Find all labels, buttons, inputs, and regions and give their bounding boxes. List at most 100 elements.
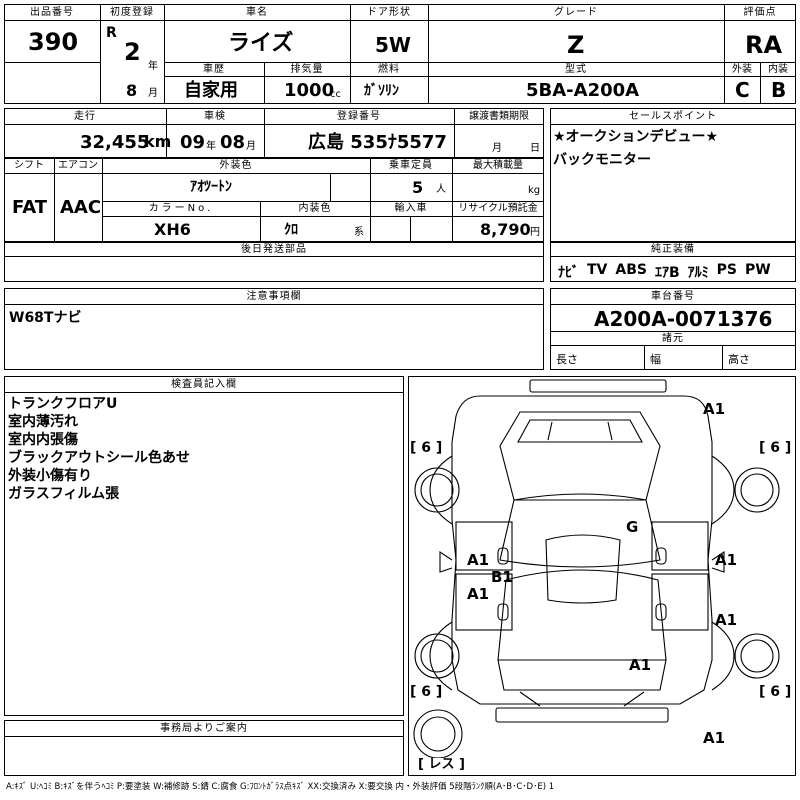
inspector-line: 室内薄汚れ [8, 414, 78, 430]
month-unit: 月 [148, 88, 158, 99]
capacity-unit: 人 [436, 184, 446, 195]
damage-mark-rear-bumper: A1 [703, 400, 726, 418]
first-reg-label: 初度登録 [110, 7, 154, 18]
chassis-label: 車台番号 [651, 291, 695, 302]
spec-label: 諸元 [662, 333, 684, 344]
damage-mark-front-bumper: A1 [703, 729, 726, 747]
inspector-line: 外装小傷有り [8, 468, 92, 484]
chassis-number: A200A-0071376 [594, 307, 773, 331]
mileage-block [4, 108, 544, 158]
history-label: 車歴 [203, 64, 225, 75]
equipment-item: PW [745, 262, 771, 278]
grade-label: グレード [554, 7, 598, 18]
equipment-item: ﾅﾋﾞ [558, 265, 579, 281]
shift: FAT [12, 197, 48, 218]
damage-mark-front-door-right: A1 [715, 611, 738, 629]
sales-point-1: ★オークションデビュー★ [553, 129, 719, 145]
equipment-list: ﾅﾋﾞ TV ABS ｴｱB ｱﾙﾐ PS PW [558, 262, 796, 282]
equipment-item: PS [716, 262, 737, 278]
spec-block [4, 158, 544, 242]
color-no: XH6 [154, 220, 191, 239]
inspector-label: 検査員記入欄 [171, 379, 237, 390]
equipment-label: 純正装備 [651, 244, 695, 255]
damage-mark-rear-door-left: A1 [467, 551, 490, 569]
import-label: 輸入車 [394, 203, 428, 214]
inspection-year-unit: 年 [206, 141, 216, 152]
spare-tire-label: [ レス ] [418, 757, 465, 772]
reg-no: 広島 535ﾅ5577 [308, 132, 447, 153]
model-label: 型式 [565, 64, 587, 75]
grade: Z [567, 31, 585, 59]
transfer-month: 月 [492, 143, 502, 154]
capacity: 5 [412, 178, 424, 197]
int-grade-label: 内装 [768, 64, 788, 75]
equipment-item: TV [587, 262, 608, 278]
damage-mark-hood: A1 [629, 656, 652, 674]
recycle-unit: 円 [530, 227, 540, 238]
damage-mark-front-door-left: A1 [467, 585, 490, 603]
ac: AAC [60, 197, 102, 218]
fuel-label: 燃料 [378, 64, 400, 75]
era: R [106, 25, 117, 41]
score-label: 評価点 [743, 7, 777, 18]
door-label: ドア形状 [367, 7, 411, 18]
ext-grade: C [735, 78, 750, 102]
inspector-line: 室内内張傷 [8, 432, 78, 448]
sales-point-block [550, 108, 796, 242]
displacement: 1000 [284, 80, 335, 101]
capacity-label: 乗車定員 [389, 160, 433, 171]
tire-label-rear-right: [ 6 ] [759, 440, 792, 456]
parts-block [4, 242, 544, 282]
shift-label: シフト [14, 160, 44, 171]
model-code: 5BA-A200A [526, 80, 640, 101]
fuel: ｶﾞｿﾘﾝ [364, 83, 399, 99]
tire-label-front-right: [ 6 ] [759, 684, 792, 700]
inspector-line: ガラスフィルム張 [8, 486, 120, 502]
tire-label-front-left: [ 6 ] [410, 684, 443, 700]
equipment-block [550, 242, 796, 282]
legend-text: A:ｷｽﾞ U:ﾍｺﾐ B:ｷｽﾞを伴うﾍｺﾐ P:要塗装 W:補修跡 S:錆 … [6, 782, 555, 792]
year-num: 2 [124, 38, 141, 66]
inspection-label: 車検 [204, 111, 226, 122]
reg-no-label: 登録番号 [337, 111, 381, 122]
recycle-label: リサイクル預託金 [458, 203, 538, 214]
history: 自家用 [184, 80, 238, 101]
transfer-day: 日 [530, 143, 540, 154]
inspector-line: ブラックアウトシール色あせ [8, 450, 190, 466]
recycle-fee: 8,790 [480, 220, 531, 239]
inspector-block [4, 376, 404, 716]
mileage: 32,455 [80, 132, 150, 153]
inspection-month-unit: 月 [246, 141, 256, 152]
height-label: 高さ [728, 353, 750, 366]
equipment-item: ABS [615, 262, 647, 278]
transfer-label: 譲渡書類期限 [469, 111, 529, 122]
mileage-label: 走行 [74, 111, 96, 122]
lot-no: 390 [28, 28, 79, 56]
sales-point-2: バックモニター [553, 152, 651, 168]
inspector-line: トランクフロアU [8, 396, 118, 412]
score: RA [745, 31, 783, 59]
displacement-unit: cc [330, 89, 341, 100]
mileage-unit: km [144, 132, 172, 151]
inspection-month: 08 [220, 132, 246, 153]
length-label: 長さ [556, 353, 578, 366]
car-name-label: 車名 [246, 7, 268, 18]
displacement-label: 排気量 [290, 64, 324, 75]
interior-color: ｸﾛ [284, 222, 298, 238]
office-label: 事務局よりご案内 [160, 723, 248, 734]
inspector-comments: トランクフロアU 室内薄汚れ 室内内張傷 ブラックアウトシール色あせ 外装小傷有… [8, 395, 190, 503]
damage-mark-roof: G [626, 518, 639, 536]
inspection-year: 09 [180, 132, 206, 153]
chassis-block [550, 288, 796, 370]
ext-color: ｱｵﾂｰﾄﾝ [190, 179, 232, 195]
load-unit: kg [528, 185, 541, 196]
interior-color-label: 内装色 [298, 203, 332, 214]
notes-block [4, 288, 544, 370]
load-label: 最大積載量 [473, 160, 523, 171]
ext-color-label: 外装色 [219, 160, 253, 171]
color-no-label: カラーNo. [148, 203, 214, 214]
car-diagram-block [408, 376, 796, 776]
door-type: 5W [375, 33, 411, 57]
equipment-item: ｴｱB [654, 265, 680, 281]
